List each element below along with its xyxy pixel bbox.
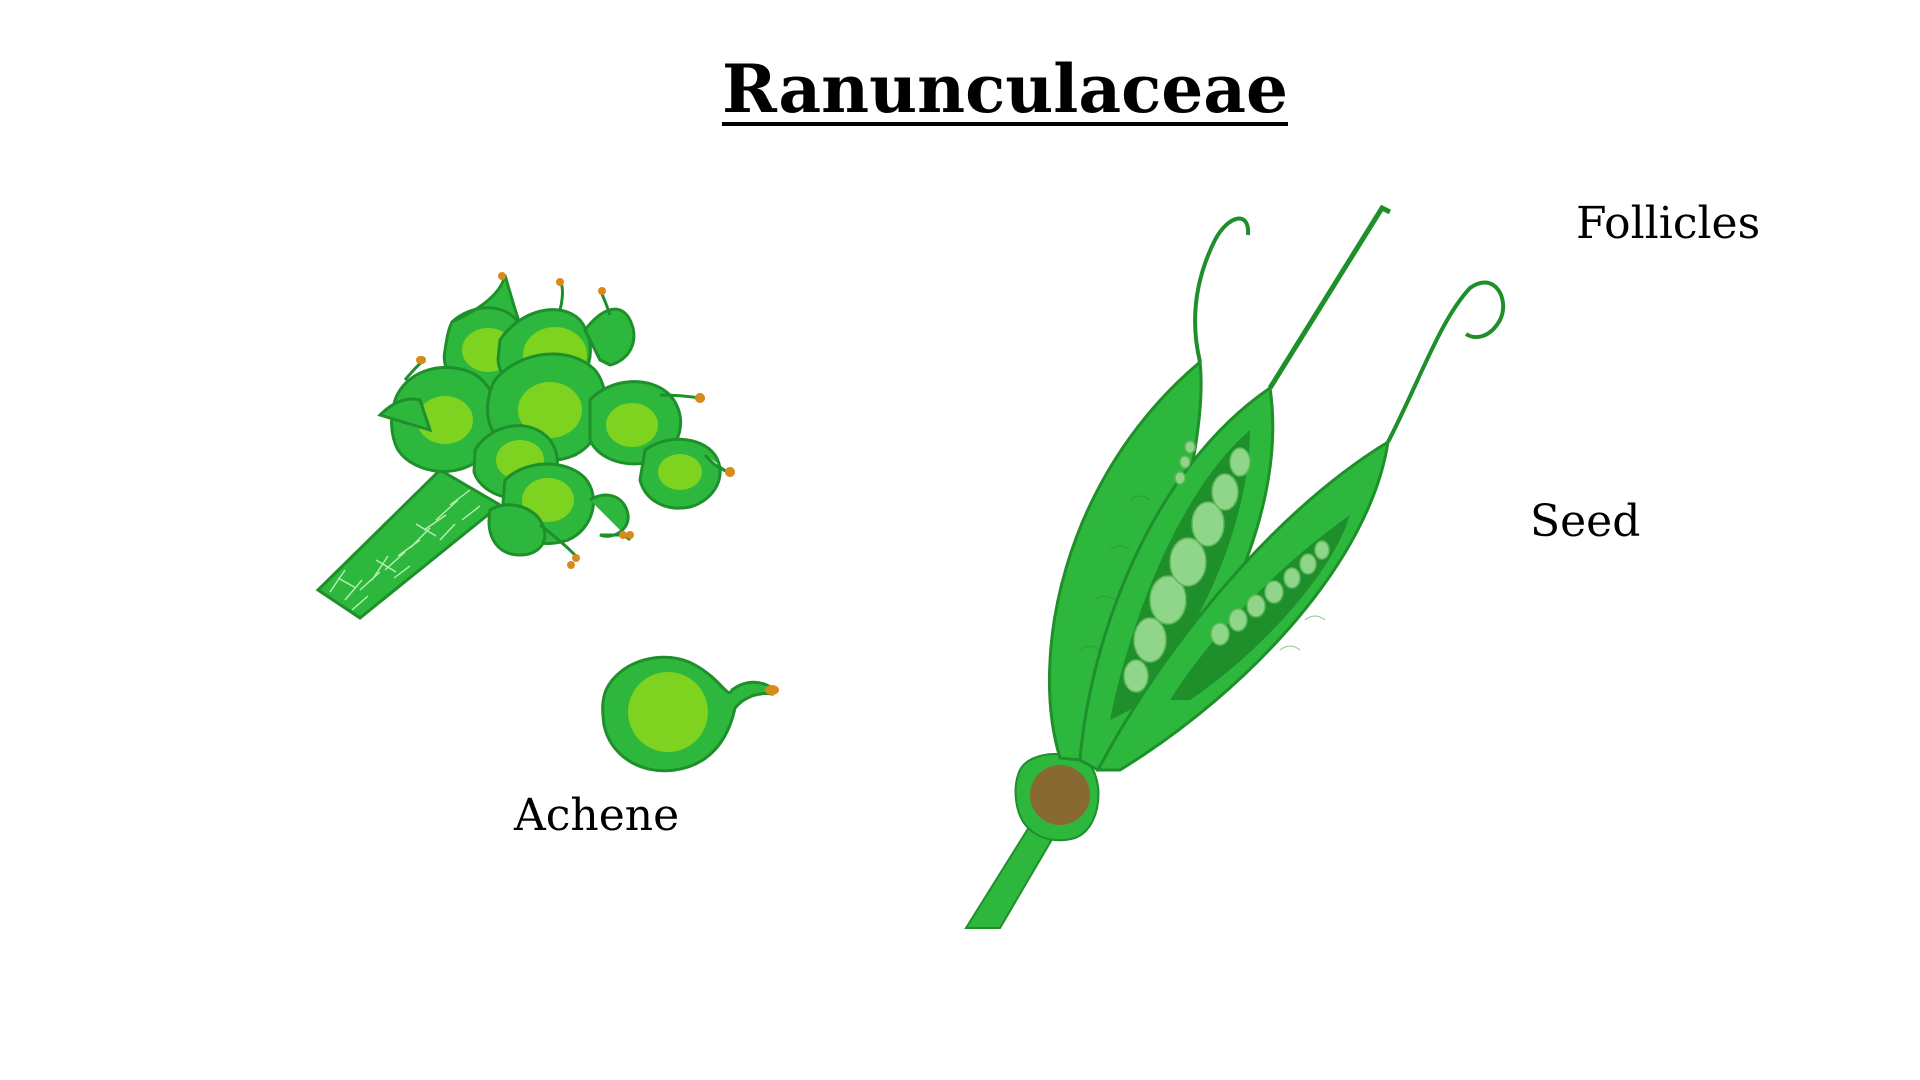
label-follicles: Follicles (1576, 198, 1761, 249)
achene-head-11 (589, 493, 632, 542)
hairy-stalk (315, 468, 503, 620)
seeds-right (1210, 540, 1330, 646)
diagram-title: Ranunculaceae (721, 50, 1289, 128)
label-achene: Achene (514, 790, 680, 841)
achene-tip-markers (418, 356, 735, 569)
single-achene (601, 655, 779, 773)
follicle-right (1095, 280, 1506, 772)
receptacle (1014, 753, 1100, 842)
follicle-middle (1078, 204, 1392, 772)
follicles-illustration (964, 204, 1506, 929)
achene-head-10 (487, 503, 580, 562)
achene-head-12 (377, 397, 433, 433)
achene-head-3 (583, 287, 636, 367)
achene-head-8 (638, 437, 735, 510)
follicle-texture (1079, 495, 1326, 651)
achene-head-4 (390, 356, 499, 473)
achene-cluster (377, 272, 735, 569)
label-seed: Seed (1530, 496, 1641, 547)
seeds-middle (1123, 440, 1251, 693)
achene-aggregate-illustration (315, 272, 779, 773)
